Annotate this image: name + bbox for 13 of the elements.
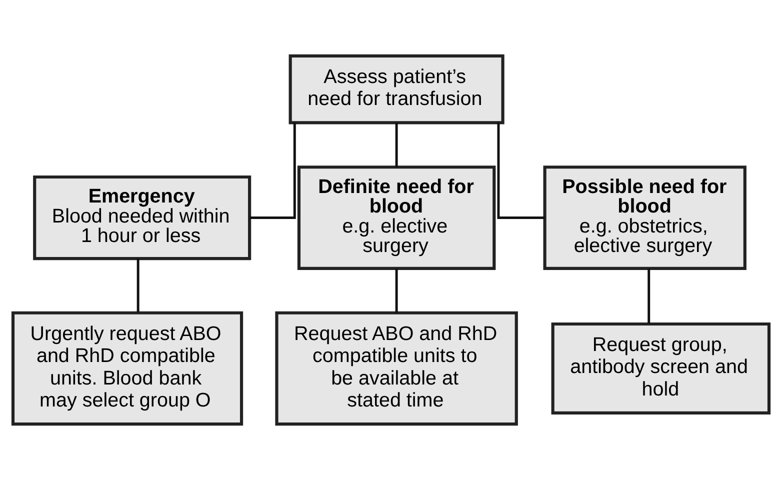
connector xyxy=(497,122,545,219)
connector xyxy=(136,258,140,312)
node-box: Assess patient’s need for transfusion xyxy=(288,54,504,124)
connector xyxy=(395,268,398,313)
node-box: Request ABO and RhD compatible units to be available at stated time xyxy=(275,311,518,426)
node-box: Urgently request ABO and RhD compatible units. Blood bank may select group O xyxy=(11,311,244,426)
node-box: Possible need for blood e.g. obstetrics, elective surgery xyxy=(543,166,746,270)
node-box: Request group, antibody screen and hold xyxy=(551,322,771,414)
node-box: Emergency Blood needed within 1 hour or less xyxy=(33,175,252,260)
connector xyxy=(395,122,398,168)
connector xyxy=(250,122,296,219)
node-box: Definite need for blood e.g. elective surgery xyxy=(297,166,496,270)
connector xyxy=(648,268,650,324)
